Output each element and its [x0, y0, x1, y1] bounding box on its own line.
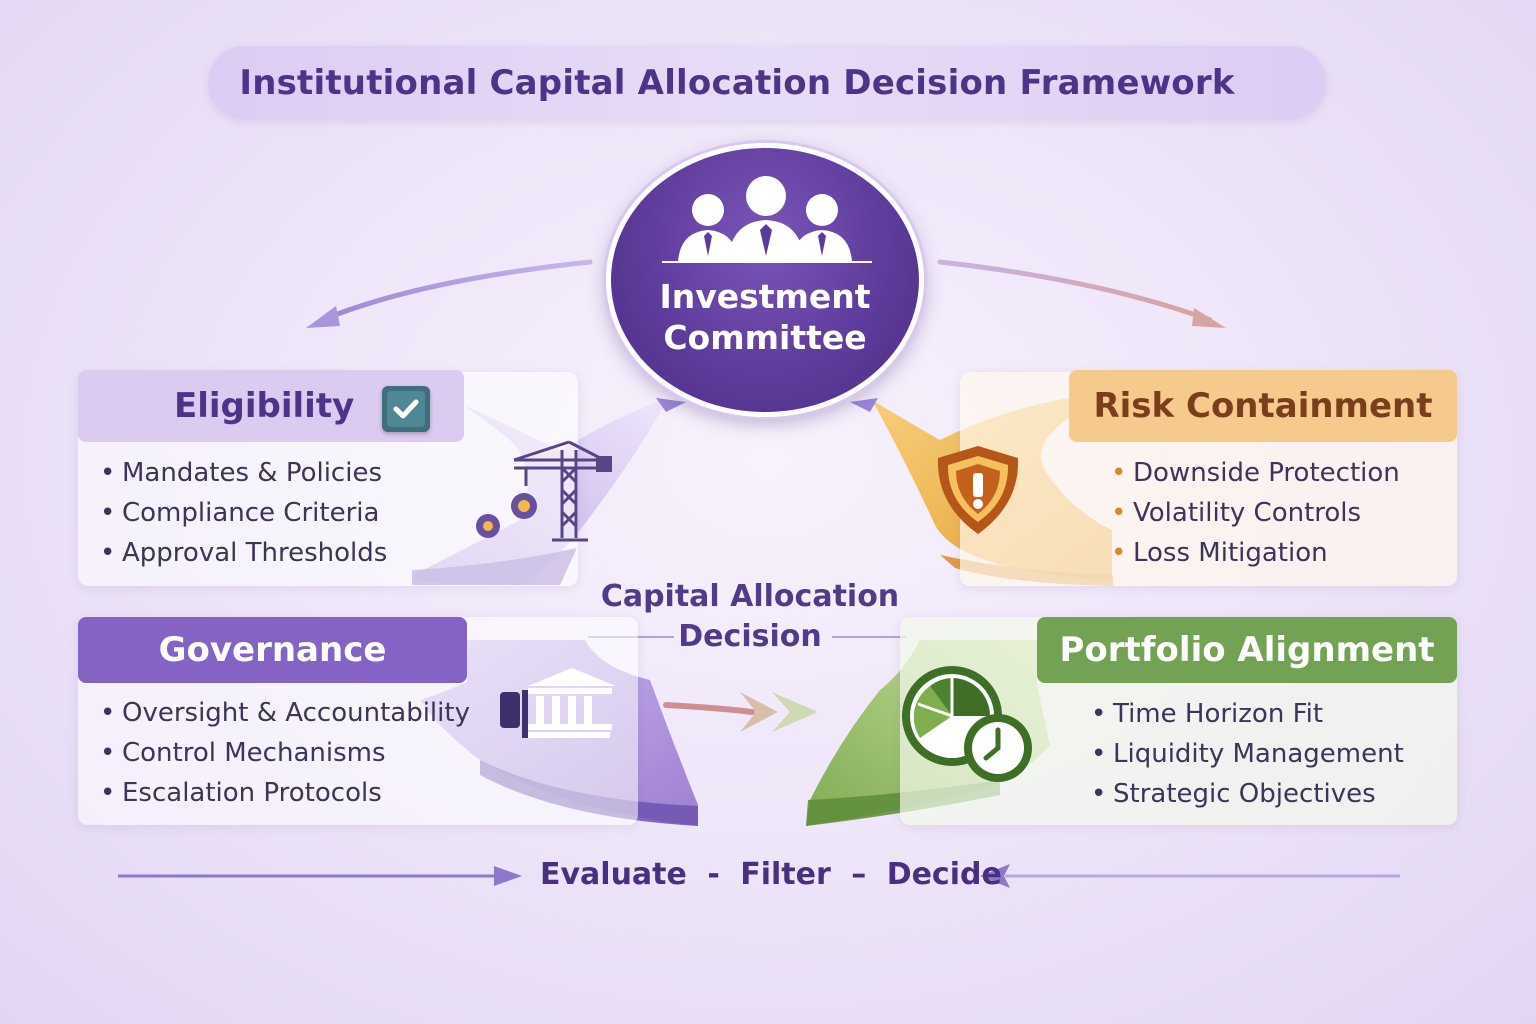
people-icon	[662, 176, 872, 263]
pie-clock-icon	[902, 666, 1032, 782]
title-banner: Institutional Capital Allocation Decisio…	[208, 46, 1326, 120]
risk-header: Risk Containment	[1069, 370, 1457, 442]
portfolio-header: Portfolio Alignment	[1037, 617, 1457, 683]
list-item: •Compliance Criteria	[100, 498, 380, 528]
checkbox-icon	[382, 386, 430, 432]
list-item: •Time Horizon Fit	[1091, 699, 1324, 729]
list-item: •Oversight & Accountability	[100, 698, 470, 728]
list-item: •Liquidity Management	[1091, 739, 1404, 769]
governance-title: Governance	[158, 630, 387, 670]
decision-caption-line1: Capital Allocation	[600, 579, 900, 614]
footer-step-filter: Filter	[740, 857, 831, 892]
crane-gears-icon	[476, 440, 612, 542]
list-item: •Downside Protection	[1111, 458, 1400, 488]
eligibility-title: Eligibility	[174, 386, 355, 426]
list-item: •Loss Mitigation	[1111, 538, 1328, 568]
flow-arrow	[663, 702, 755, 715]
portfolio-list: •Time Horizon Fit •Liquidity Management …	[1091, 694, 1404, 814]
page-title: Institutional Capital Allocation Decisio…	[239, 63, 1235, 103]
list-item: •Approval Thresholds	[100, 538, 388, 568]
footer-step-evaluate: Evaluate	[540, 857, 687, 892]
chevron-2	[772, 692, 818, 732]
arc-arrow-right	[937, 259, 1213, 323]
list-item: •Escalation Protocols	[100, 778, 382, 808]
decision-caption-line2: Decision	[678, 619, 822, 654]
chevron-1	[740, 692, 778, 732]
governance-header: Governance	[78, 617, 467, 683]
risk-list: •Downside Protection •Volatility Control…	[1111, 453, 1400, 573]
list-item: •Volatility Controls	[1111, 498, 1362, 528]
risk-title: Risk Containment	[1093, 386, 1433, 426]
gear-icon	[476, 514, 500, 538]
footer-step-decide: Decide	[886, 857, 1002, 892]
committee-label: Investment Committee	[659, 277, 871, 357]
governance-list: •Oversight & Accountability •Control Mec…	[100, 693, 470, 813]
footer-arrowhead-right	[980, 864, 1010, 888]
arc-arrow-left	[319, 259, 593, 323]
arc-arrowhead-left	[306, 306, 340, 328]
list-item: •Control Mechanisms	[100, 738, 386, 768]
committee-arrowhead-left	[656, 398, 686, 412]
arc-arrowhead-right	[1192, 308, 1226, 328]
gear-icon	[511, 493, 537, 519]
bank-building-icon	[500, 668, 616, 738]
footer-arrowhead-left	[494, 866, 522, 886]
decision-caption: Capital Allocation Decision	[580, 577, 920, 657]
shield-warning-icon	[937, 446, 1019, 534]
footer-separator: -	[707, 857, 720, 892]
committee-arrowhead-right	[850, 398, 878, 412]
footer-steps: Evaluate - Filter – Decide	[540, 852, 1002, 898]
list-item: •Mandates & Policies	[100, 458, 382, 488]
portfolio-title: Portfolio Alignment	[1059, 630, 1435, 670]
eligibility-list: •Mandates & Policies •Compliance Criteri…	[100, 453, 387, 573]
footer-separator: –	[851, 857, 867, 892]
governance-wedge-base	[480, 760, 698, 826]
list-item: •Strategic Objectives	[1091, 779, 1376, 809]
